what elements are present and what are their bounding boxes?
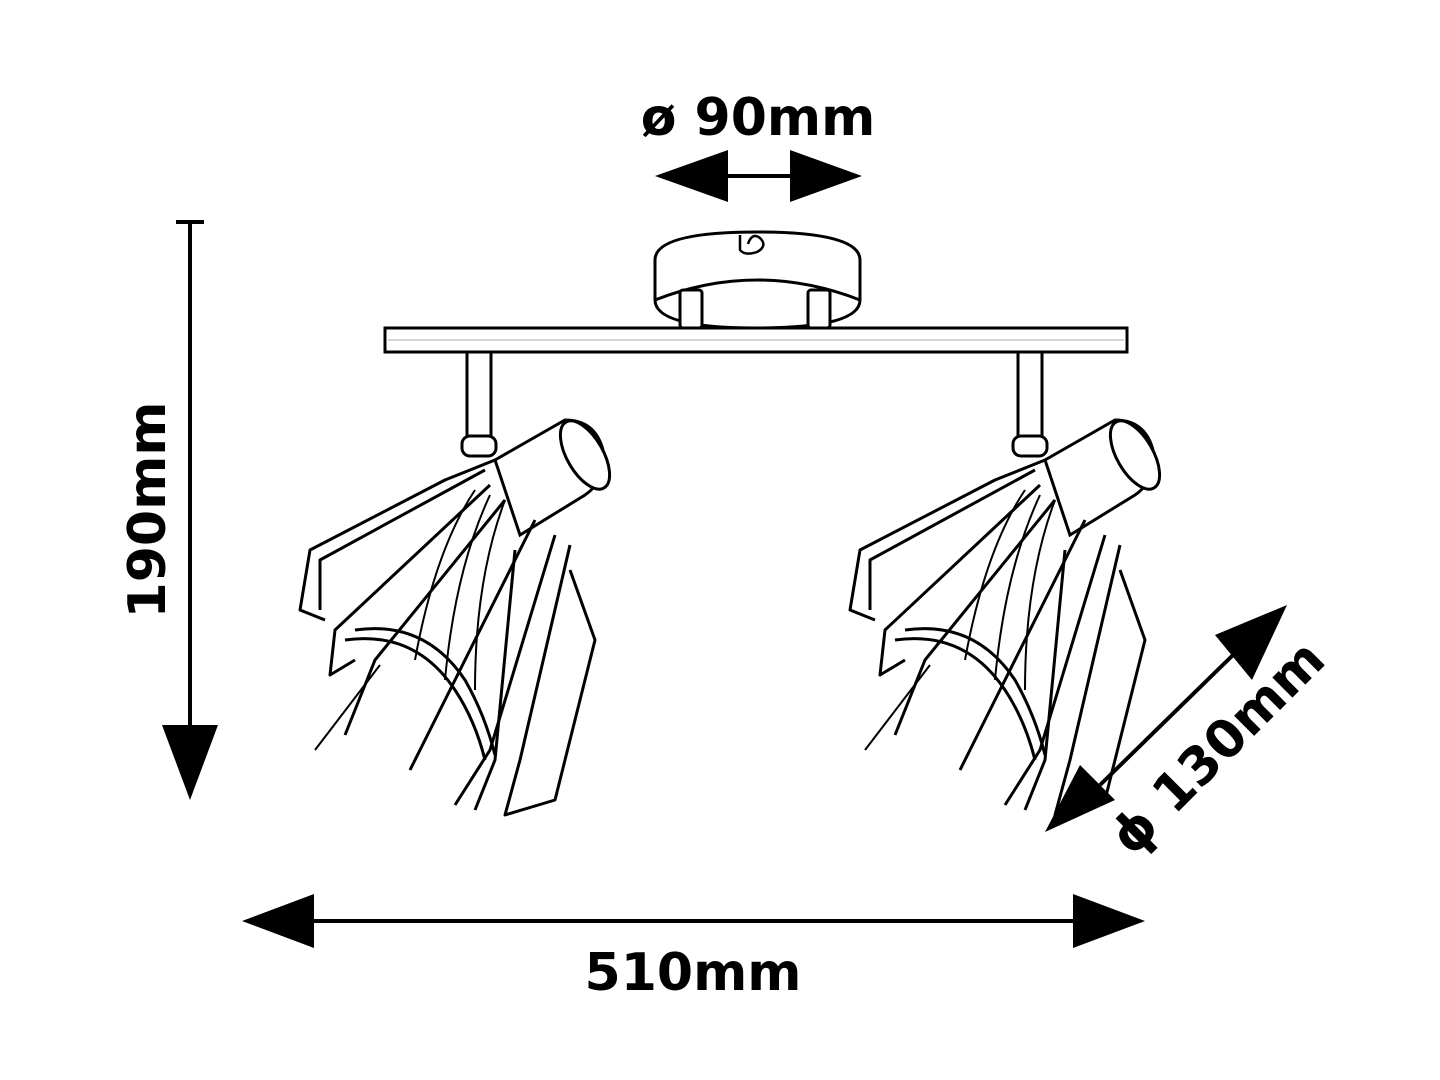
label-canopy-diameter: ø 90mm — [641, 88, 876, 148]
label-shade-diameter: ϕ 130mm — [1099, 629, 1337, 867]
ceiling-canopy — [653, 230, 862, 330]
dimension-height: 190mm — [118, 220, 218, 800]
spot-shade-left — [298, 411, 622, 817]
dimension-width: 510mm — [242, 894, 1145, 1003]
mounting-bar — [383, 326, 1129, 354]
spot-arm-left — [460, 350, 498, 458]
dimension-shade-diameter: ϕ 130mm — [1045, 605, 1337, 867]
label-width: 510mm — [585, 943, 802, 1003]
spot-arm-right — [1011, 350, 1049, 458]
label-height: 190mm — [118, 402, 178, 619]
dimension-canopy-diameter: ø 90mm — [641, 88, 876, 202]
spot-shade-right — [848, 411, 1172, 817]
